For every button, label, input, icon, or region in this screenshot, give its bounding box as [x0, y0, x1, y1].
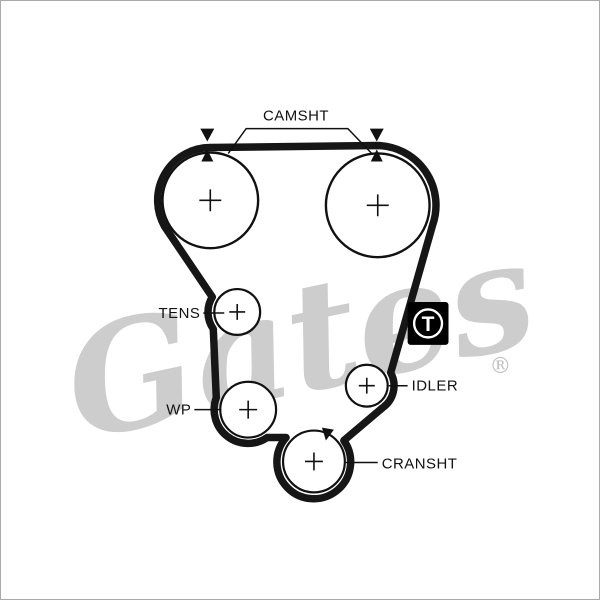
- cross-icon: [358, 377, 375, 394]
- cross-icon: [366, 194, 389, 217]
- idler-label: IDLER: [412, 378, 459, 395]
- badge-circle-icon: [412, 308, 444, 339]
- pulley-center-marks: [199, 189, 389, 471]
- timing-mark-up-icon: [201, 149, 214, 162]
- camshaft-leader-line: [227, 127, 373, 155]
- cross-icon: [239, 400, 258, 419]
- cross-icon: [229, 303, 246, 320]
- leader-lines: [194, 127, 408, 464]
- timing-mark-down-icon: [369, 128, 384, 142]
- badge-letter: T: [422, 313, 435, 336]
- timing-marks: [200, 128, 384, 441]
- tensioner-label: TENS: [158, 305, 200, 322]
- timing-mark-up-icon: [370, 149, 383, 162]
- timing-belt-path: [153, 141, 440, 503]
- tensioner-check-badge: T: [407, 301, 449, 345]
- water-pump-label: WP: [166, 402, 191, 419]
- cross-icon: [199, 189, 222, 212]
- timing-mark-down-icon: [200, 128, 215, 142]
- crankshaft-label: CRANSHT: [382, 455, 458, 472]
- camshaft-label: CAMSHT: [263, 108, 329, 125]
- component-labels: CAMSHT TENS WP IDLER CRANSHT: [158, 108, 459, 473]
- timing-mark-crank-icon: [321, 427, 334, 441]
- registered-trademark-icon: ®: [489, 354, 511, 379]
- cross-icon: [304, 452, 323, 471]
